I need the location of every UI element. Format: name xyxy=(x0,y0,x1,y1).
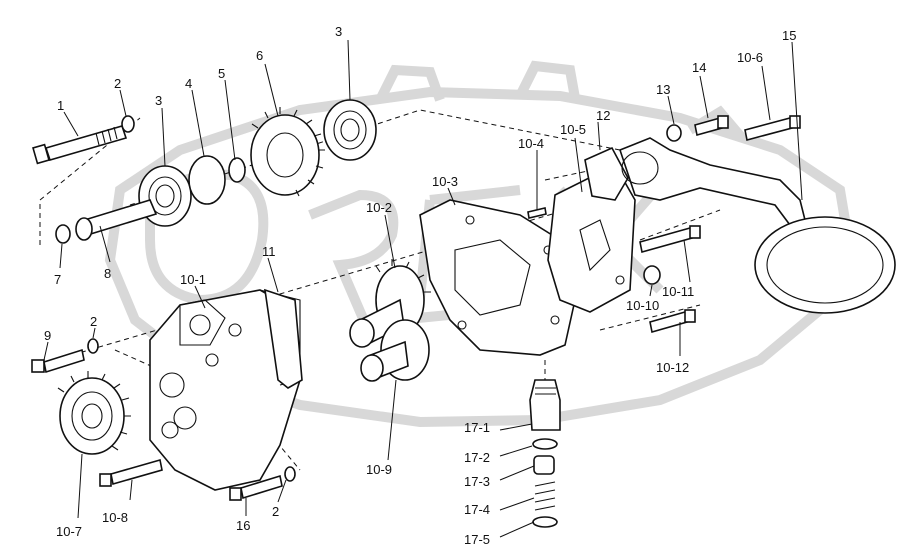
callout-17-5: 17-5 xyxy=(464,532,490,547)
callout-10-3: 10-3 xyxy=(432,174,458,189)
snap-ring-4 xyxy=(188,155,226,205)
callout-5: 5 xyxy=(218,66,225,81)
callout-11: 11 xyxy=(262,244,276,259)
callout-10-2: 10-2 xyxy=(366,200,392,215)
callout-2-lower: 2 xyxy=(272,504,279,519)
bolt-9 xyxy=(31,348,85,374)
callout-10-11: 10-11 xyxy=(662,284,694,299)
callout-6: 6 xyxy=(256,48,263,63)
callout-10-10: 10-10 xyxy=(626,298,659,313)
nut-10-10 xyxy=(643,265,661,285)
callout-13: 13 xyxy=(656,82,670,97)
callout-10-4: 10-4 xyxy=(518,136,544,151)
callout-9: 9 xyxy=(44,328,51,343)
callout-3: 3 xyxy=(155,93,162,108)
pump-gear-10-2 xyxy=(349,259,431,348)
gasket-12 xyxy=(584,146,629,201)
pump-housing-10-1 xyxy=(149,289,301,491)
bolt-1 xyxy=(32,125,128,165)
callout-3-upper: 3 xyxy=(335,24,342,39)
callout-12: 12 xyxy=(596,108,610,123)
callout-10-5: 10-5 xyxy=(560,122,586,137)
nut-13 xyxy=(666,124,682,142)
callout-7: 7 xyxy=(54,272,61,287)
callout-1: 1 xyxy=(57,98,64,113)
callout-17-4: 17-4 xyxy=(464,502,490,517)
callout-17-3: 17-3 xyxy=(464,474,490,489)
callout-8: 8 xyxy=(104,266,111,281)
bolt-10-12 xyxy=(649,309,696,334)
pump-body-10-3 xyxy=(419,199,576,356)
callout-10-7: 10-7 xyxy=(56,524,82,539)
pump-gear-10-9 xyxy=(360,319,430,382)
callout-2: 2 xyxy=(114,76,121,91)
bearing-3b xyxy=(323,99,377,161)
washer-2b xyxy=(87,338,99,354)
callout-10-8: 10-8 xyxy=(102,510,128,525)
gasket-11 xyxy=(264,288,303,389)
gear-6 xyxy=(250,107,325,197)
callout-10-9: 10-9 xyxy=(366,462,392,477)
callout-14: 14 xyxy=(692,60,706,75)
callout-2-mid: 2 xyxy=(90,314,97,329)
ring-5 xyxy=(228,157,246,183)
leader-lines xyxy=(43,39,803,538)
callout-10-1: 10-1 xyxy=(180,272,206,287)
bolt-10-6 xyxy=(744,115,801,141)
callout-17-2: 17-2 xyxy=(464,450,490,465)
callout-16: 16 xyxy=(236,518,250,533)
washer-7 xyxy=(55,224,71,244)
callout-labels: 1 2 3 4 5 6 3 7 8 10-1 11 10-2 10-3 10-4… xyxy=(44,24,796,547)
callout-4: 4 xyxy=(185,76,192,91)
gear-10-7 xyxy=(57,371,131,455)
shaft-8 xyxy=(75,199,158,241)
washer-2c xyxy=(284,466,296,482)
bolt-10-8 xyxy=(99,458,163,487)
bolt-16 xyxy=(229,474,283,501)
pin-10-4 xyxy=(527,207,547,219)
callout-15: 15 xyxy=(782,28,796,43)
relief-valve-17 xyxy=(529,379,561,528)
bolt-14 xyxy=(694,115,729,137)
suction-pipe-15 xyxy=(619,137,896,314)
callout-17-1: 17-1 xyxy=(464,420,490,435)
bolt-10-11 xyxy=(639,225,701,254)
callout-10-6: 10-6 xyxy=(737,50,763,65)
washer-2a xyxy=(121,115,135,133)
callout-10-12: 10-12 xyxy=(656,360,689,375)
